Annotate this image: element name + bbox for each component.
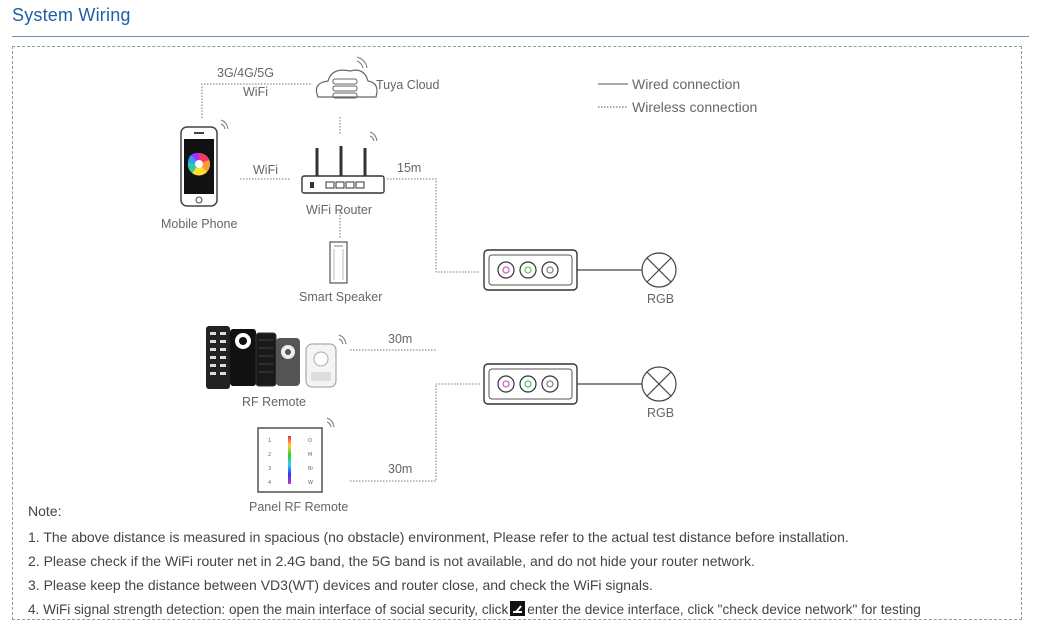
speaker-icon (329, 241, 348, 284)
legend-wireless-label: Wireless connection (632, 99, 758, 115)
network-label: 3G/4G/5G (217, 66, 274, 80)
svg-text:1: 1 (268, 438, 271, 444)
router-label: WiFi Router (306, 203, 372, 217)
diagram-frame (12, 46, 1022, 620)
panel-remote-label: Panel RF Remote (249, 500, 349, 514)
lamp-1-icon (641, 252, 677, 288)
phone-label: Mobile Phone (161, 217, 238, 231)
panel-distance-link (350, 383, 480, 482)
note-item-4: 4. WiFi signal strength detection: open … (28, 601, 921, 617)
rgb-2-label: RGB (647, 406, 675, 420)
phone-icon (180, 119, 229, 207)
note-item-1: 1. The above distance is measured in spa… (28, 529, 849, 545)
controller-2-icon (483, 363, 578, 405)
page-title: System Wiring (12, 5, 131, 25)
title-divider (12, 36, 1029, 37)
svg-text:2: 2 (268, 452, 271, 458)
svg-text:W: W (308, 480, 313, 486)
note-item-4-end: enter the device interface, click "check… (527, 602, 921, 617)
panel-remote-icon: 1 2 3 4 O M BrW (257, 417, 335, 493)
lamp-2-icon (641, 366, 677, 402)
phone-wifi-label: WiFi (253, 163, 278, 177)
rf-remote-label: RF Remote (242, 395, 306, 409)
note-item-3: 3. Please keep the distance between VD3(… (28, 577, 653, 593)
router-distance-label: 15m (397, 161, 422, 175)
note-item-4-start: 4. WiFi signal strength detection: open … (28, 602, 509, 617)
phone-network-link (201, 83, 312, 118)
svg-text:O: O (308, 438, 312, 444)
legend-wired-label: Wired connection (632, 76, 741, 92)
controller-1-icon (483, 249, 578, 291)
edit-icon (510, 601, 526, 616)
rgb-1-label: RGB (647, 292, 675, 306)
router-icon (301, 131, 385, 194)
svg-text:M: M (308, 452, 312, 458)
svg-text:3: 3 (268, 466, 271, 472)
network-wifi-label: WiFi (243, 85, 268, 99)
cloud-icon (315, 56, 378, 99)
svg-text:4: 4 (268, 480, 271, 486)
speaker-label: Smart Speaker (299, 290, 383, 304)
cloud-label: Tuya Cloud (376, 78, 440, 92)
panel-distance-label: 30m (388, 462, 413, 476)
rf-remote-icon (206, 326, 347, 389)
rf-distance-label: 30m (388, 332, 413, 346)
note-item-2: 2. Please check if the WiFi router net i… (28, 553, 755, 569)
notes-title: Note: (28, 503, 62, 519)
svg-text:Br: Br (308, 466, 314, 472)
router-distance-link (387, 178, 480, 273)
